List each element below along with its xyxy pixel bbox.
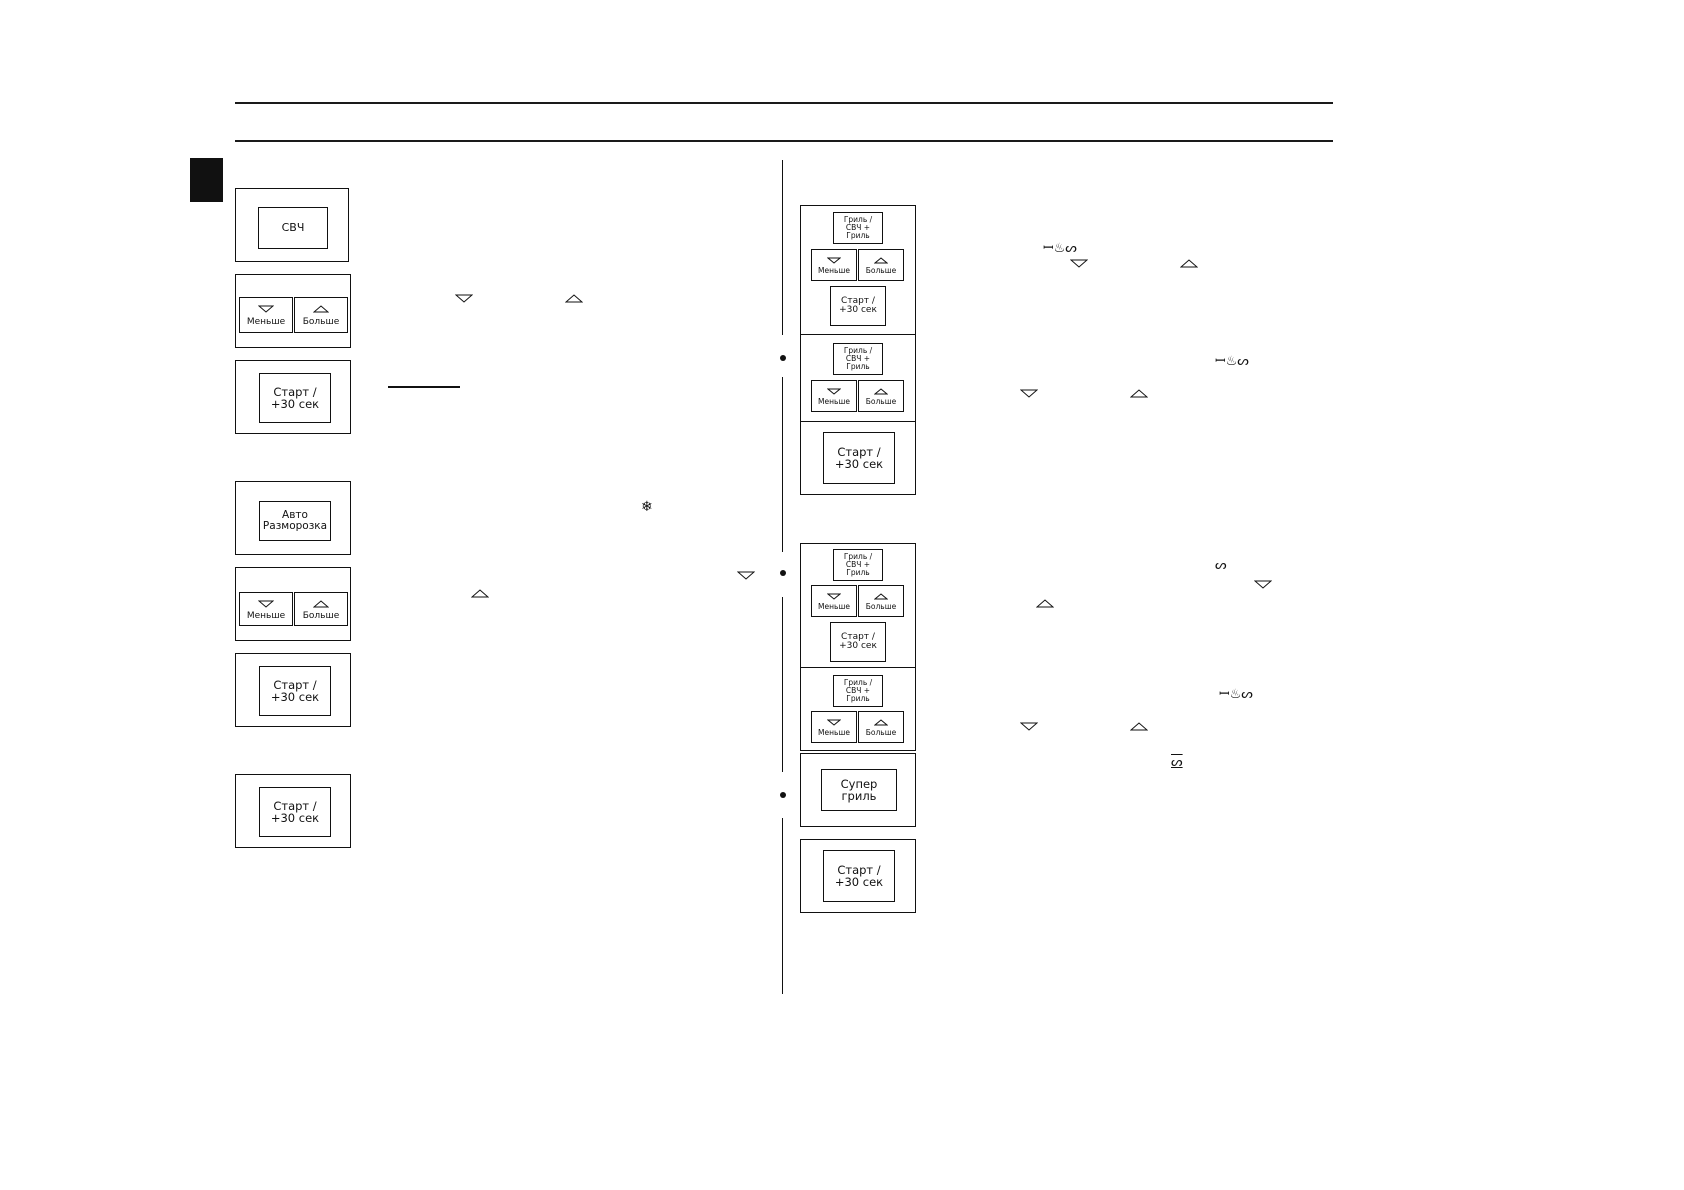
up-triangle-icon	[313, 305, 329, 313]
up-triangle-icon	[1036, 599, 1054, 608]
underline-rule	[388, 386, 460, 388]
less-button[interactable]: Меньше	[811, 380, 857, 412]
microwave-grill-icon: ꟷ♨ᔕ	[1215, 354, 1249, 369]
column-divider-4	[782, 818, 783, 994]
grill-icon: ᔕ	[1215, 558, 1227, 573]
down-triangle-icon	[827, 719, 841, 726]
down-triangle-icon	[455, 294, 473, 303]
grill-control-panel-2: Гриль / СВЧ + Гриль Меньше Больше	[800, 334, 916, 422]
start-panel-3: Старт / +30 сек	[235, 774, 351, 848]
auto-defrost-panel: Авто Разморозка	[235, 481, 351, 555]
start-panel-5: Старт / +30 сек	[800, 839, 916, 913]
grill-control-panel: Гриль / СВЧ + Гриль Меньше Больше Старт …	[800, 205, 916, 335]
start-button[interactable]: Старт / +30 сек	[823, 432, 895, 484]
up-triangle-icon	[874, 593, 888, 600]
down-triangle-icon	[827, 593, 841, 600]
less-button[interactable]: Меньше	[239, 592, 293, 626]
down-triangle-icon	[1070, 259, 1088, 268]
start-button[interactable]: Старт / +30 сек	[259, 373, 331, 423]
column-divider-2	[782, 377, 783, 552]
up-triangle-icon	[565, 294, 583, 303]
start-button[interactable]: Старт / +30 сек	[830, 286, 886, 326]
super-grill-panel: Супер гриль	[800, 753, 916, 827]
up-triangle-icon	[313, 600, 329, 608]
section-tab-marker	[190, 158, 223, 202]
defrost-icon: ❄	[641, 499, 653, 515]
less-button[interactable]: Меньше	[811, 711, 857, 743]
start-panel-2: Старт / +30 сек	[235, 653, 351, 727]
microwave-grill-icon: ꟷ♨ᔕ	[1043, 241, 1077, 256]
start-button[interactable]: Старт / +30 сек	[823, 850, 895, 902]
step-bullet	[780, 355, 786, 361]
microwave-button[interactable]: СВЧ	[258, 207, 328, 249]
less-label: Меньше	[246, 317, 286, 327]
more-button[interactable]: Больше	[858, 711, 904, 743]
super-grill-button[interactable]: Супер гриль	[821, 769, 897, 811]
less-button[interactable]: Меньше	[811, 249, 857, 281]
up-triangle-icon	[1130, 389, 1148, 398]
more-button[interactable]: Больше	[858, 380, 904, 412]
less-button[interactable]: Меньше	[239, 297, 293, 333]
grill-control-panel-3: Гриль / СВЧ + Гриль Меньше Больше Старт …	[800, 543, 916, 668]
up-triangle-icon	[874, 257, 888, 264]
down-triangle-icon	[1254, 580, 1272, 589]
header-rule-bottom	[235, 140, 1333, 142]
less-button[interactable]: Меньше	[811, 585, 857, 617]
more-label: Больше	[302, 611, 340, 621]
microwave-grill-icon: ꟷ♨ᔕ	[1219, 687, 1253, 702]
less-label: Меньше	[246, 611, 286, 621]
more-button[interactable]: Больше	[858, 585, 904, 617]
more-button[interactable]: Больше	[294, 592, 348, 626]
up-triangle-icon	[874, 719, 888, 726]
microwave-panel: СВЧ	[235, 188, 349, 262]
down-triangle-icon	[1020, 389, 1038, 398]
less-label: Меньше	[818, 728, 850, 737]
less-label: Меньше	[818, 397, 850, 406]
super-grill-icon: ᔕ	[1171, 755, 1183, 770]
more-label: Больше	[865, 397, 897, 406]
grill-combo-button[interactable]: Гриль / СВЧ + Гриль	[833, 675, 883, 707]
grill-combo-button[interactable]: Гриль / СВЧ + Гриль	[833, 343, 883, 375]
down-triangle-icon	[258, 600, 274, 608]
up-triangle-icon	[1130, 722, 1148, 731]
less-more-panel: Меньше Больше	[235, 274, 351, 348]
grill-control-panel-4: Гриль / СВЧ + Гриль Меньше Больше	[800, 667, 916, 751]
auto-defrost-button[interactable]: Авто Разморозка	[259, 501, 331, 541]
start-panel-4: Старт / +30 сек	[800, 421, 916, 495]
up-triangle-icon	[1180, 259, 1198, 268]
more-label: Больше	[865, 728, 897, 737]
more-label: Больше	[865, 602, 897, 611]
step-bullet	[780, 792, 786, 798]
column-divider-3	[782, 597, 783, 772]
start-button[interactable]: Старт / +30 сек	[830, 622, 886, 662]
down-triangle-icon	[827, 388, 841, 395]
down-triangle-icon	[827, 257, 841, 264]
grill-combo-button[interactable]: Гриль / СВЧ + Гриль	[833, 549, 883, 581]
header-rule-top	[235, 102, 1333, 104]
start-button[interactable]: Старт / +30 сек	[259, 787, 331, 837]
up-triangle-icon	[874, 388, 888, 395]
less-more-panel-2: Меньше Больше	[235, 567, 351, 641]
up-triangle-icon	[471, 589, 489, 598]
more-label: Больше	[865, 266, 897, 275]
down-triangle-icon	[737, 571, 755, 580]
down-triangle-icon	[258, 305, 274, 313]
more-button[interactable]: Больше	[858, 249, 904, 281]
start-panel: Старт / +30 сек	[235, 360, 351, 434]
more-label: Больше	[302, 317, 340, 327]
start-button[interactable]: Старт / +30 сек	[259, 666, 331, 716]
less-label: Меньше	[818, 602, 850, 611]
less-label: Меньше	[818, 266, 850, 275]
down-triangle-icon	[1020, 722, 1038, 731]
column-divider-1	[782, 160, 783, 335]
more-button[interactable]: Больше	[294, 297, 348, 333]
step-bullet	[780, 570, 786, 576]
grill-combo-button[interactable]: Гриль / СВЧ + Гриль	[833, 212, 883, 244]
